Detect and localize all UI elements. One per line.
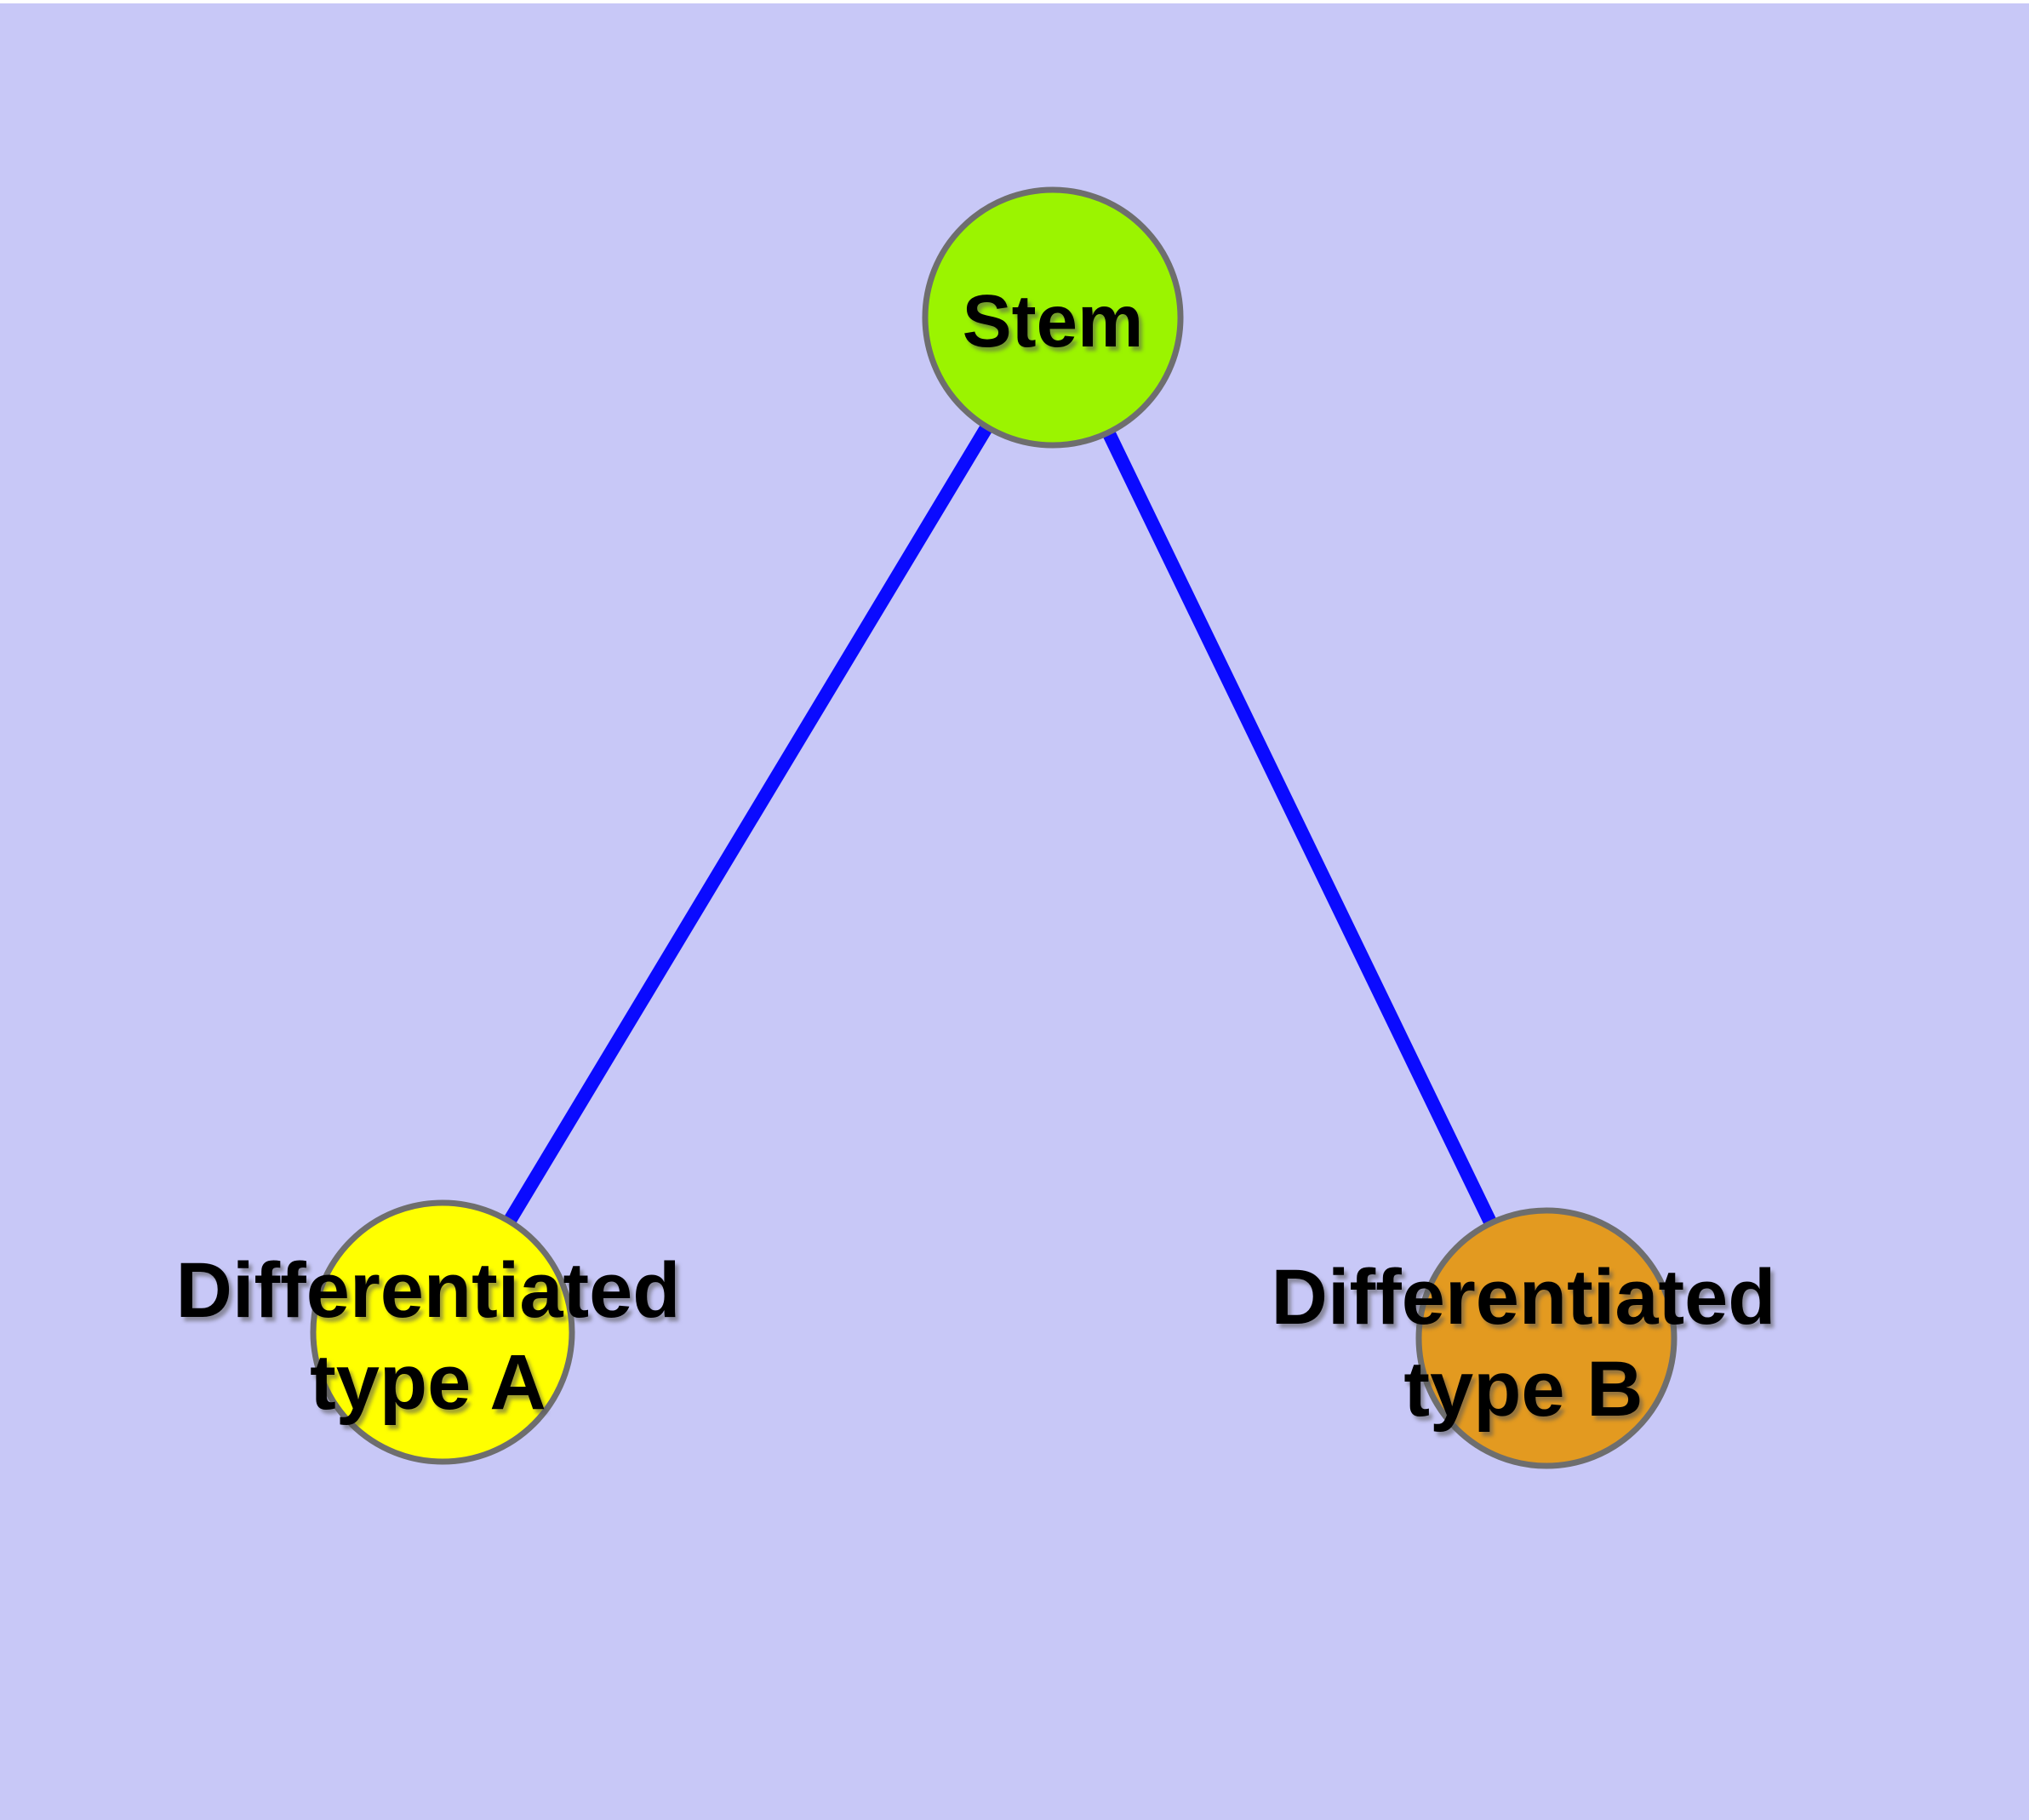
node-stem — [922, 186, 1184, 449]
node-label-type-a-line1: Differentiated — [176, 1247, 681, 1334]
edge-stem-to-type-b — [1046, 314, 1553, 1342]
node-label-stem: Stem — [963, 280, 1144, 363]
node-label-type-b-line1: Differentiated — [1272, 1254, 1776, 1341]
edge-stem-to-type-a — [437, 313, 1059, 1336]
node-differentiated-type-b — [1415, 1207, 1677, 1469]
node-differentiated-type-a — [310, 1199, 575, 1465]
node-label-type-b-line2: type B — [1403, 1346, 1643, 1433]
node-label-type-a-line2: type A — [310, 1339, 546, 1426]
